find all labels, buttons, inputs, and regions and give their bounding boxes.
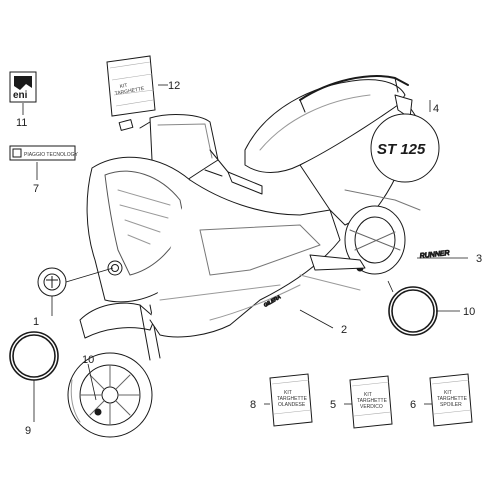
wheel-rim-stripe-left [9,331,59,381]
piaggio-badge-text: PIAGGIO TECNOLOGY [24,152,78,158]
kit-12-line1: KIT [119,83,128,90]
callout-2: 2 [341,324,347,336]
kit-6-line2: TARGHETTE [437,396,468,402]
kit-8-line3: OLANDESE [278,402,306,408]
callout-1: 1 [33,316,39,328]
st125-text: ST 125 [377,141,426,158]
callout-9: 9 [25,425,31,437]
scooter-illustration: GILERA RUNNER [67,75,450,438]
kit-5-line1: KIT [364,392,372,398]
kit-6-line3: SPOILER [440,402,462,408]
callout-8: 8 [250,399,256,411]
front-emblem-decal [37,267,67,297]
st125-decal: ST 125 [370,113,440,183]
kit-12-line2: TARGHETTE [114,86,145,97]
callout-7: 7 [33,183,39,195]
kit-8-line2: TARGHETTE [277,396,308,402]
kit-8-line1: KIT [284,390,292,396]
piaggio-badge-decal: PIAGGIO TECNOLOGY [9,145,78,161]
kit-5-line2: TARGHETTE [357,398,388,404]
callout-10-left: 10 [82,354,94,366]
eni-logo-text: eni [13,90,28,101]
callout-10-right: 10 [463,306,475,318]
kit-targhette-6-decal: KIT TARGHETTE SPOILER [429,373,473,427]
callout-11: 11 [16,117,27,129]
kit-targhette-8-decal: KIT TARGHETTE OLANDESE [269,373,313,427]
eni-logo-decal: eni [9,71,37,103]
wheel-rim-stripe-right [388,286,438,336]
callout-5: 5 [330,399,336,411]
kit-6-line1: KIT [444,390,452,396]
callout-12: 12 [168,80,180,92]
leader-lines [22,84,468,422]
callout-numbers: 1 2 3 4 5 6 7 8 9 10 10 11 12 [16,80,482,437]
kit-targhette-12-decal: KIT TARGHETTE [106,55,156,117]
callout-4: 4 [433,103,439,115]
runner-script-decal: RUNNER [419,250,450,260]
callout-3: 3 [476,253,482,265]
kit-targhette-5-decal: KIT TARGHETTE VERDICO [349,375,393,429]
callout-6: 6 [410,399,416,411]
kit-5-line3: VERDICO [360,404,383,410]
